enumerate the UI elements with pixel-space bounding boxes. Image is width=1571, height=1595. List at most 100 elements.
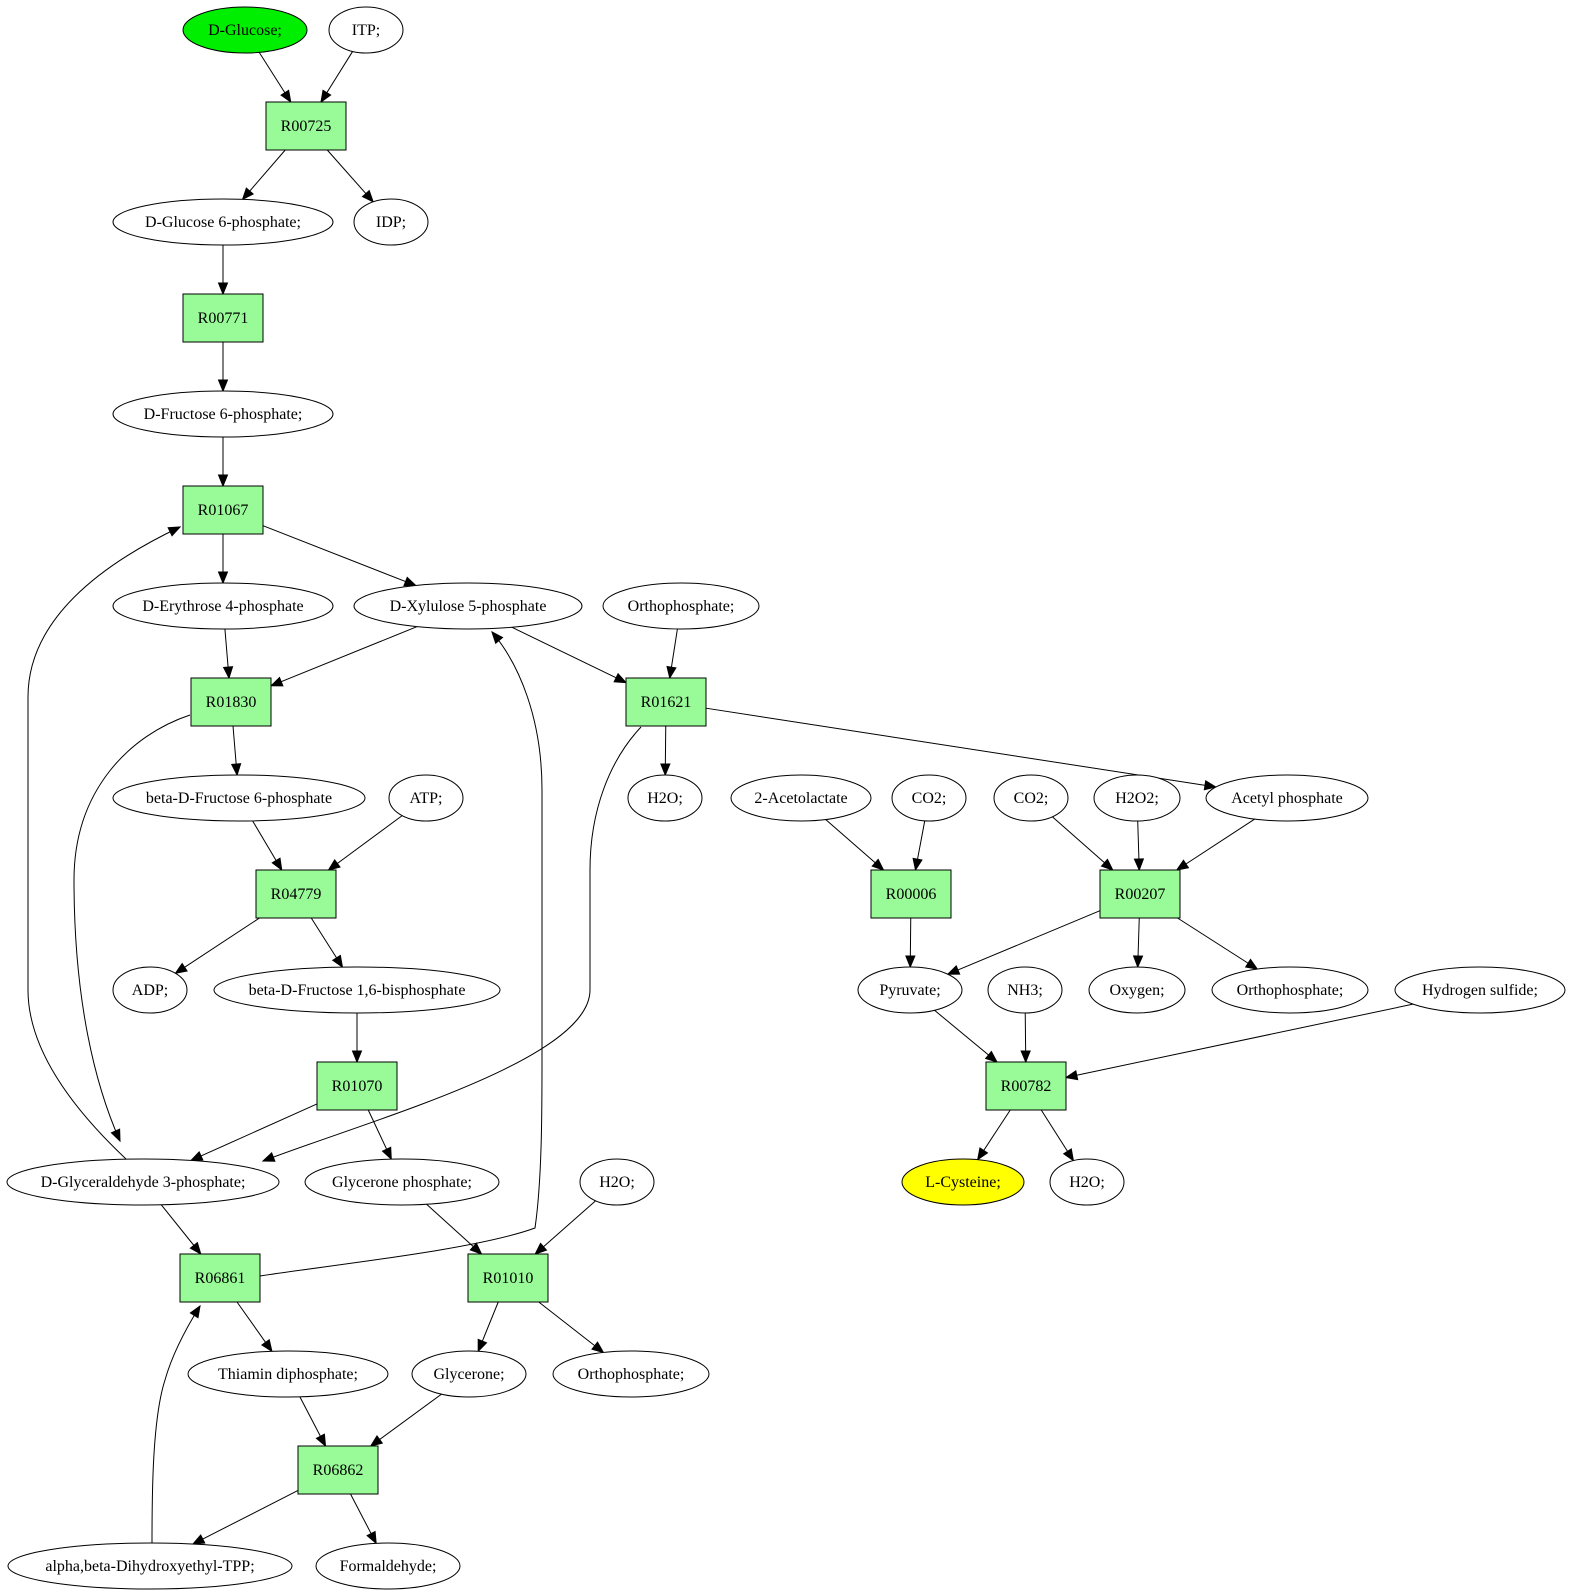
- reaction-label: R04779: [271, 886, 322, 903]
- compound-ellipse: [411, 1350, 527, 1398]
- compound-node-orthophosphate_3[interactable]: Orthophosphate;: [552, 1350, 710, 1398]
- compound-node-e4p[interactable]: D-Erythrose 4-phosphate: [112, 582, 334, 630]
- reaction-box: [870, 869, 952, 919]
- compound-node-pyruvate[interactable]: Pyruvate;: [857, 966, 963, 1014]
- edge-R00207-to-pyruvate: [947, 910, 1101, 975]
- edges-layer: [27, 51, 1414, 1545]
- compound-ellipse: [993, 774, 1069, 822]
- compound-node-x5p[interactable]: D-Xylulose 5-phosphate: [353, 582, 583, 630]
- edge-R00207-to-orthophosphate_2-arrowhead: [1244, 958, 1259, 970]
- compound-node-oxygen[interactable]: Oxygen;: [1088, 966, 1186, 1014]
- reaction-label: R00725: [281, 118, 332, 135]
- edge-R00207-to-oxygen-arrowhead: [1132, 955, 1144, 969]
- edge-R04779-to-adp: [175, 917, 260, 974]
- compound-node-h2o_3[interactable]: H2O;: [1049, 1158, 1125, 1206]
- compound-node-h2o_1[interactable]: H2O;: [627, 774, 703, 822]
- compound-node-dhap[interactable]: Glycerone phosphate;: [304, 1158, 500, 1206]
- compound-node-glycerone[interactable]: Glycerone;: [411, 1350, 527, 1398]
- compound-node-tpp[interactable]: Thiamin diphosphate;: [187, 1350, 389, 1398]
- compound-node-g6p[interactable]: D-Glucose 6-phosphate;: [112, 198, 334, 246]
- reaction-node-R01070[interactable]: R01070: [316, 1061, 398, 1111]
- edge-dhap-to-R01010: [426, 1203, 482, 1255]
- compound-node-cysteine[interactable]: L-Cysteine;: [901, 1158, 1025, 1206]
- edge-R06861-to-x5p-arrowhead: [491, 630, 504, 645]
- reaction-box: [255, 869, 337, 919]
- edge-atp-to-R04779: [328, 815, 403, 871]
- edge-R01067-to-e4p-arrowhead: [217, 571, 229, 585]
- edge-R00782-to-h2o_3-arrowhead: [1062, 1148, 1075, 1162]
- compound-label: D-Fructose 6-phosphate;: [144, 406, 303, 423]
- compound-label: D-Glyceraldehyde 3-phosphate;: [41, 1174, 246, 1191]
- edge-R01621-to-gap: [262, 726, 642, 1162]
- compound-node-glucose[interactable]: D-Glucose;: [182, 6, 308, 54]
- reaction-box: [182, 293, 264, 343]
- compound-ellipse: [6, 1158, 280, 1206]
- edge-gap-to-R01067: [27, 526, 181, 1160]
- compound-ellipse: [1394, 966, 1566, 1014]
- compound-label: Glycerone phosphate;: [332, 1174, 472, 1191]
- edge-R01621-to-h2o_1-arrowhead: [660, 763, 671, 777]
- compound-node-itp[interactable]: ITP;: [328, 6, 404, 54]
- edge-R01070-to-dhap-arrowhead: [381, 1146, 392, 1161]
- edge-fbp-to-R01070-arrowhead: [351, 1050, 363, 1064]
- compound-node-h2s[interactable]: Hydrogen sulfide;: [1394, 966, 1566, 1014]
- reaction-box: [179, 1253, 261, 1303]
- compound-label: H2O;: [647, 790, 683, 807]
- reaction-node-R01067[interactable]: R01067: [182, 485, 264, 535]
- reaction-node-R00006[interactable]: R00006: [870, 869, 952, 919]
- reaction-node-R04779[interactable]: R04779: [255, 869, 337, 919]
- reaction-node-R00207[interactable]: R00207: [1099, 869, 1181, 919]
- edge-pyruvate-to-R00782: [934, 1009, 998, 1063]
- reaction-node-R00771[interactable]: R00771: [182, 293, 264, 343]
- edge-R06861-to-tpp-arrowhead: [260, 1338, 273, 1353]
- reaction-node-R00782[interactable]: R00782: [985, 1061, 1067, 1111]
- compound-node-dhetpp[interactable]: alpha,beta-Dihydroxyethyl-TPP;: [7, 1542, 293, 1590]
- edge-R01010-to-orthophosphate_3: [538, 1301, 604, 1353]
- reaction-node-R00725[interactable]: R00725: [265, 101, 347, 151]
- compound-node-orthophosphate_2[interactable]: Orthophosphate;: [1211, 966, 1369, 1014]
- reaction-node-R01621[interactable]: R01621: [625, 677, 707, 727]
- compound-node-acetolactate[interactable]: 2-Acetolactate: [730, 774, 872, 822]
- compound-node-fbp[interactable]: beta-D-Fructose 1,6-bisphosphate: [213, 966, 501, 1014]
- reaction-node-R06862[interactable]: R06862: [297, 1445, 379, 1495]
- edge-R01067-to-x5p: [262, 525, 416, 587]
- edge-x5p-to-R01830-arrowhead: [269, 676, 284, 687]
- compound-label: ADP;: [132, 982, 168, 999]
- compound-node-nh3[interactable]: NH3;: [987, 966, 1063, 1014]
- compound-node-acetylphosphate[interactable]: Acetyl phosphate: [1205, 774, 1369, 822]
- compound-ellipse: [1093, 774, 1181, 822]
- compound-node-h2o2[interactable]: H2O2;: [1093, 774, 1181, 822]
- compound-node-formaldehyde[interactable]: Formaldehyde;: [315, 1542, 461, 1590]
- edge-glucose-to-R00725-arrowhead: [280, 89, 292, 104]
- compound-node-idp[interactable]: IDP;: [353, 198, 429, 246]
- reaction-node-R06861[interactable]: R06861: [179, 1253, 261, 1303]
- compound-label: L-Cysteine;: [925, 1174, 1001, 1191]
- compound-ellipse: [182, 6, 308, 54]
- compound-ellipse: [353, 198, 429, 246]
- edge-tpp-to-R06862-arrowhead: [315, 1433, 327, 1448]
- edge-bf6p-to-R04779-arrowhead: [271, 857, 283, 872]
- compound-node-adp[interactable]: ADP;: [112, 966, 188, 1014]
- compound-node-atp[interactable]: ATP;: [388, 774, 464, 822]
- compound-node-gap[interactable]: D-Glyceraldehyde 3-phosphate;: [6, 1158, 280, 1206]
- reaction-node-R01830[interactable]: R01830: [190, 677, 272, 727]
- reaction-label: R01067: [198, 502, 249, 519]
- edge-x5p-to-R01621: [511, 626, 627, 684]
- compound-node-h2o_2[interactable]: H2O;: [579, 1158, 655, 1206]
- reaction-node-R01010[interactable]: R01010: [467, 1253, 549, 1303]
- compound-node-bf6p[interactable]: beta-D-Fructose 6-phosphate: [112, 774, 366, 822]
- edge-co2_2-to-R00207: [1052, 816, 1114, 871]
- compound-node-co2_1[interactable]: CO2;: [891, 774, 967, 822]
- edge-acetylphosphate-to-R00207: [1176, 818, 1255, 871]
- reaction-label: R01070: [332, 1078, 383, 1095]
- compound-node-orthophosphate_1[interactable]: Orthophosphate;: [602, 582, 760, 630]
- compound-node-co2_2[interactable]: CO2;: [993, 774, 1069, 822]
- edge-R00771-to-f6p-arrowhead: [217, 379, 229, 393]
- edge-co2_2-to-R00207-arrowhead: [1100, 858, 1114, 871]
- edge-R01621-to-acetylphosphate-arrowhead: [1203, 780, 1218, 791]
- edge-x5p-to-R01830: [270, 626, 418, 687]
- reaction-box: [625, 677, 707, 727]
- compound-node-f6p[interactable]: D-Fructose 6-phosphate;: [112, 390, 334, 438]
- compound-ellipse: [112, 390, 334, 438]
